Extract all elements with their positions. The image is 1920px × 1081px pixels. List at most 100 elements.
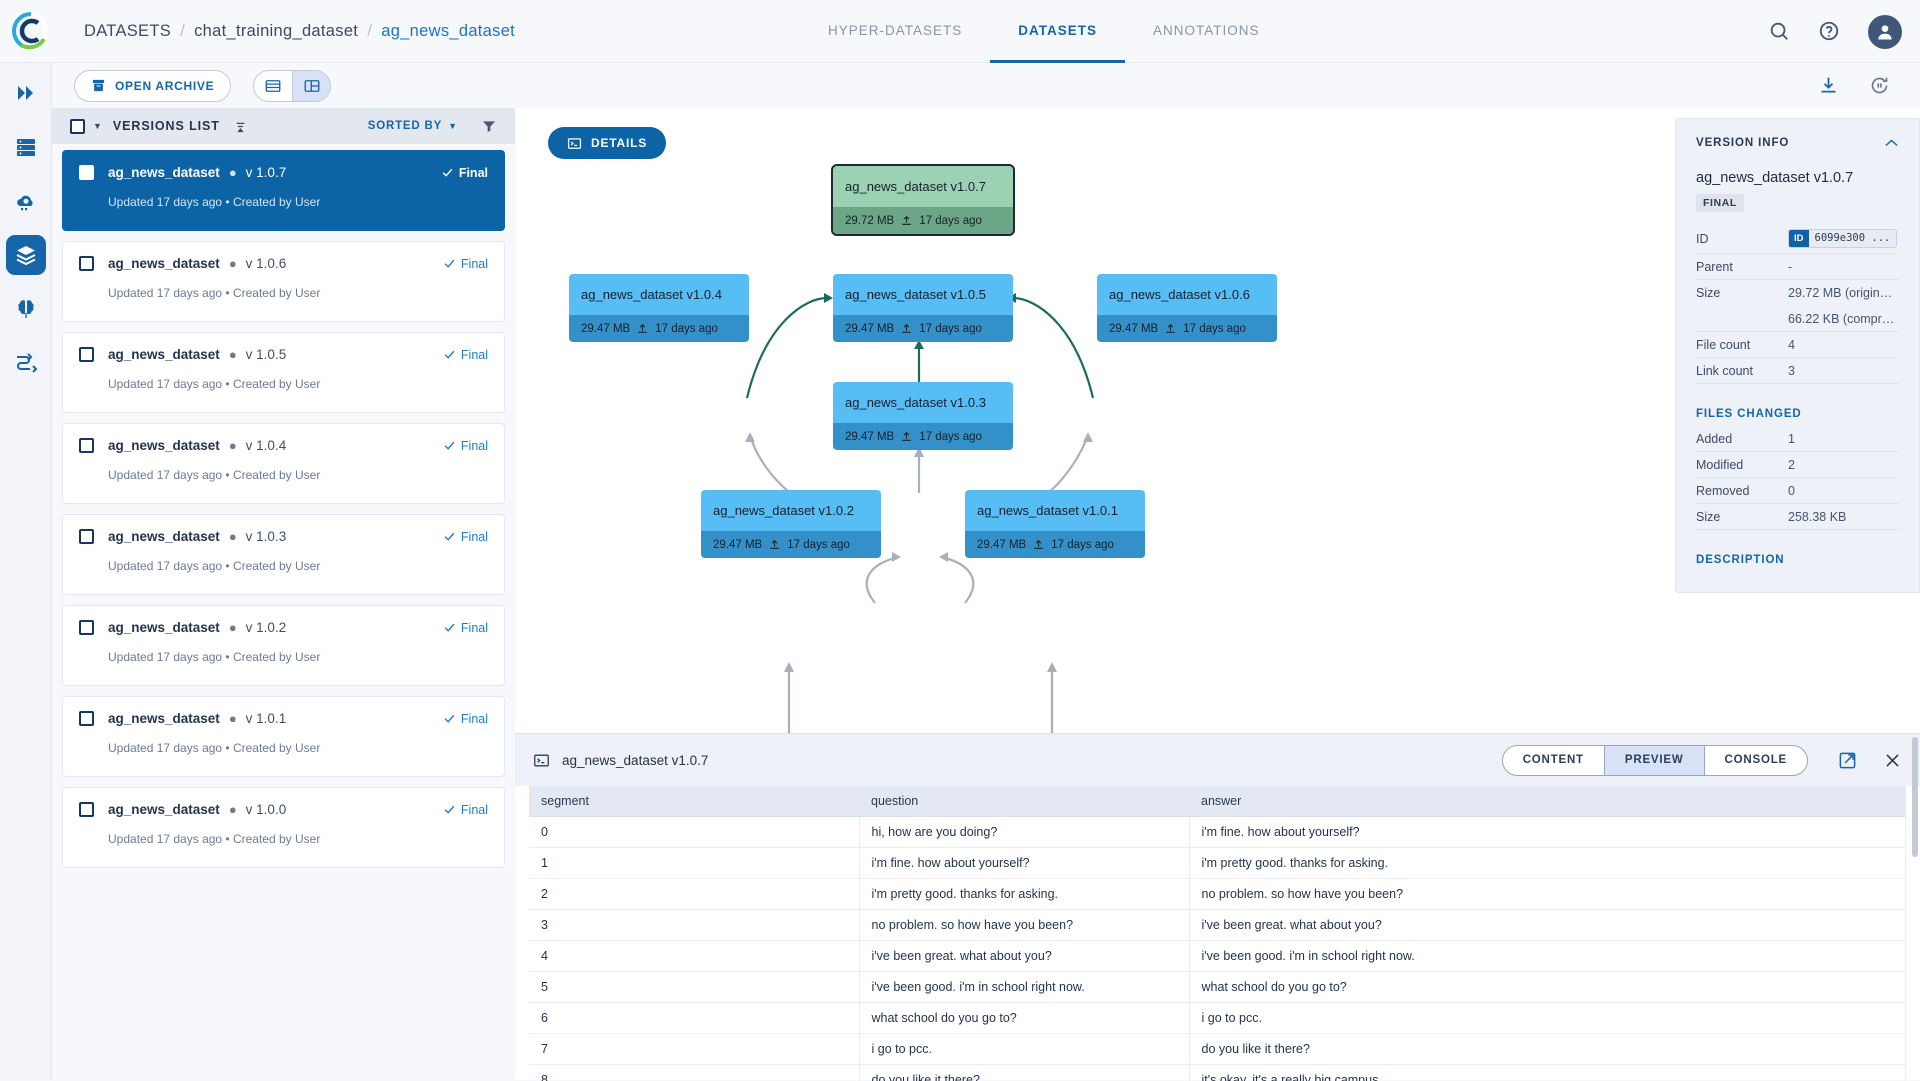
graph-node-v106[interactable]: ag_news_dataset v1.0.6 29.47 MB 17 days …	[1097, 274, 1277, 342]
tab-console[interactable]: CONSOLE	[1704, 746, 1807, 775]
graph-node-v102[interactable]: ag_news_dataset v1.0.2 29.47 MB 17 days …	[701, 490, 881, 558]
refresh-pause-icon[interactable]	[1869, 75, 1890, 96]
list-view-button[interactable]	[254, 71, 292, 101]
select-all-checkbox[interactable]	[70, 119, 85, 134]
maximize-icon[interactable]	[1838, 751, 1857, 770]
tab-preview[interactable]: PREVIEW	[1604, 746, 1704, 775]
graph-node-meta: 29.47 MB 17 days ago	[833, 315, 1013, 342]
row-checkbox[interactable]	[79, 711, 94, 726]
version-info-panel: VERSION INFO ag_news_dataset v1.0.7 FINA…	[1675, 118, 1920, 593]
table-row[interactable]: 4 i've been great. what about you? i've …	[529, 941, 1906, 972]
app-logo[interactable]	[0, 0, 62, 63]
files-changed-modified: Modified 2	[1696, 452, 1899, 478]
row-checkbox[interactable]	[79, 165, 94, 180]
graph-node-size: 29.47 MB	[977, 539, 1026, 551]
files-changed-removed: Removed 0	[1696, 478, 1899, 504]
version-name: ag_news_dataset	[108, 438, 220, 453]
cell-segment: 8	[529, 1065, 859, 1081]
id-chip[interactable]: ID 6099e300 ...	[1788, 229, 1897, 248]
row-checkbox[interactable]	[79, 347, 94, 362]
table-row[interactable]: 2 i'm pretty good. thanks for asking. no…	[529, 879, 1906, 910]
tab-content[interactable]: CONTENT	[1503, 746, 1604, 775]
graph-node-time: 17 days ago	[1183, 323, 1246, 335]
tab-datasets[interactable]: DATASETS	[990, 0, 1125, 63]
sidebar-item-models[interactable]	[6, 289, 46, 329]
row-checkbox[interactable]	[79, 802, 94, 817]
sort-icon[interactable]	[233, 119, 248, 134]
column-header-question[interactable]: question	[859, 786, 1189, 817]
row-checkbox[interactable]	[79, 438, 94, 453]
avatar[interactable]	[1868, 15, 1902, 49]
filter-icon[interactable]	[481, 118, 497, 134]
versions-list[interactable]: ag_news_dataset ● v 1.0.7 Final Updated …	[52, 144, 515, 1080]
version-number: v 1.0.7	[246, 165, 287, 180]
search-icon[interactable]	[1768, 20, 1792, 44]
graph-node-v103[interactable]: ag_news_dataset v1.0.3 29.47 MB 17 days …	[833, 382, 1013, 450]
open-archive-button[interactable]: OPEN ARCHIVE	[74, 70, 231, 102]
tab-annotations[interactable]: ANNOTATIONS	[1125, 0, 1288, 63]
list-item[interactable]: ag_news_dataset ● v 1.0.5 Final Updated …	[62, 332, 505, 413]
sorted-by-dropdown[interactable]: SORTED BY	[368, 120, 442, 132]
breadcrumb-root[interactable]: DATASETS	[84, 22, 171, 41]
list-item[interactable]: ag_news_dataset ● v 1.0.6 Final Updated …	[62, 241, 505, 322]
check-icon	[443, 257, 456, 270]
close-icon[interactable]	[1883, 751, 1902, 770]
download-icon[interactable]	[1818, 75, 1839, 96]
preview-table-container[interactable]: segment question answer 0 hi, how are yo…	[515, 786, 1920, 1081]
table-row[interactable]: 3 no problem. so how have you been? i've…	[529, 910, 1906, 941]
graph-node-v107[interactable]: ag_news_dataset v1.0.7 29.72 MB 17 days …	[833, 166, 1013, 234]
row-checkbox[interactable]	[79, 256, 94, 271]
graph-node-time: 17 days ago	[919, 323, 982, 335]
table-row[interactable]: 0 hi, how are you doing? i'm fine. how a…	[529, 817, 1906, 848]
files-changed-added: Added 1	[1696, 426, 1899, 452]
row-checkbox[interactable]	[79, 620, 94, 635]
preview-scrollbar[interactable]	[1912, 737, 1918, 1077]
graph-node-v101[interactable]: ag_news_dataset v1.0.1 29.47 MB 17 days …	[965, 490, 1145, 558]
breadcrumb-separator: /	[180, 21, 185, 41]
graph-node-v104[interactable]: ag_news_dataset v1.0.4 29.47 MB 17 days …	[569, 274, 749, 342]
tab-hyper-datasets[interactable]: HYPER-DATASETS	[800, 0, 990, 63]
separator-dot: ●	[229, 347, 237, 362]
version-name: ag_news_dataset	[108, 165, 220, 180]
column-header-answer[interactable]: answer	[1189, 786, 1906, 817]
cell-segment: 1	[529, 848, 859, 879]
list-item[interactable]: ag_news_dataset ● v 1.0.1 Final Updated …	[62, 696, 505, 777]
help-icon[interactable]	[1818, 20, 1842, 44]
graph-node-meta: 29.72 MB 17 days ago	[833, 207, 1013, 234]
info-value: 258.38 KB	[1788, 510, 1846, 524]
list-item[interactable]: ag_news_dataset ● v 1.0.4 Final Updated …	[62, 423, 505, 504]
row-checkbox[interactable]	[79, 529, 94, 544]
sidebar-item-autoscaler[interactable]	[6, 181, 46, 221]
graph-node-time: 17 days ago	[655, 323, 718, 335]
scrollbar-thumb[interactable]	[1912, 737, 1918, 857]
final-badge: FINAL	[1696, 194, 1744, 212]
table-row[interactable]: 5 i've been good. i'm in school right no…	[529, 972, 1906, 1003]
preview-panel-header: ag_news_dataset v1.0.7 CONTENT PREVIEW C…	[515, 734, 1920, 786]
breadcrumb-current[interactable]: ag_news_dataset	[381, 22, 515, 41]
details-button[interactable]: DETAILS	[548, 127, 666, 159]
status-badge: Final	[443, 348, 488, 362]
graph-node-time: 17 days ago	[1051, 539, 1114, 551]
versions-list-header: ▼ VERSIONS LIST SORTED BY ▼	[52, 108, 515, 144]
list-item[interactable]: ag_news_dataset ● v 1.0.3 Final Updated …	[62, 514, 505, 595]
breadcrumb-parent[interactable]: chat_training_dataset	[194, 22, 358, 41]
version-info-name: ag_news_dataset v1.0.7	[1696, 170, 1899, 186]
chevron-up-icon[interactable]	[1884, 138, 1899, 148]
sidebar-item-datasets[interactable]	[6, 235, 46, 275]
column-header-segment[interactable]: segment	[529, 786, 859, 817]
table-row[interactable]: 6 what school do you go to? i go to pcc.	[529, 1003, 1906, 1034]
split-view-button[interactable]	[292, 71, 330, 101]
list-item[interactable]: ag_news_dataset ● v 1.0.7 Final Updated …	[62, 150, 505, 231]
list-item[interactable]: ag_news_dataset ● v 1.0.0 Final Updated …	[62, 787, 505, 868]
sidebar-item-workflows[interactable]	[6, 343, 46, 383]
sidebar-item-pipelines[interactable]	[6, 73, 46, 113]
table-row[interactable]: 7 i go to pcc. do you like it there?	[529, 1034, 1906, 1065]
sidebar-item-workers[interactable]	[6, 127, 46, 167]
sorted-by-caret-icon[interactable]: ▼	[448, 121, 457, 131]
list-item[interactable]: ag_news_dataset ● v 1.0.2 Final Updated …	[62, 605, 505, 686]
table-row[interactable]: 8 do you like it there? it's okay. it's …	[529, 1065, 1906, 1081]
chevron-down-icon[interactable]: ▼	[93, 121, 102, 131]
table-row[interactable]: 1 i'm fine. how about yourself? i'm pret…	[529, 848, 1906, 879]
upload-icon	[1032, 538, 1045, 551]
graph-node-v105[interactable]: ag_news_dataset v1.0.5 29.47 MB 17 days …	[833, 274, 1013, 342]
